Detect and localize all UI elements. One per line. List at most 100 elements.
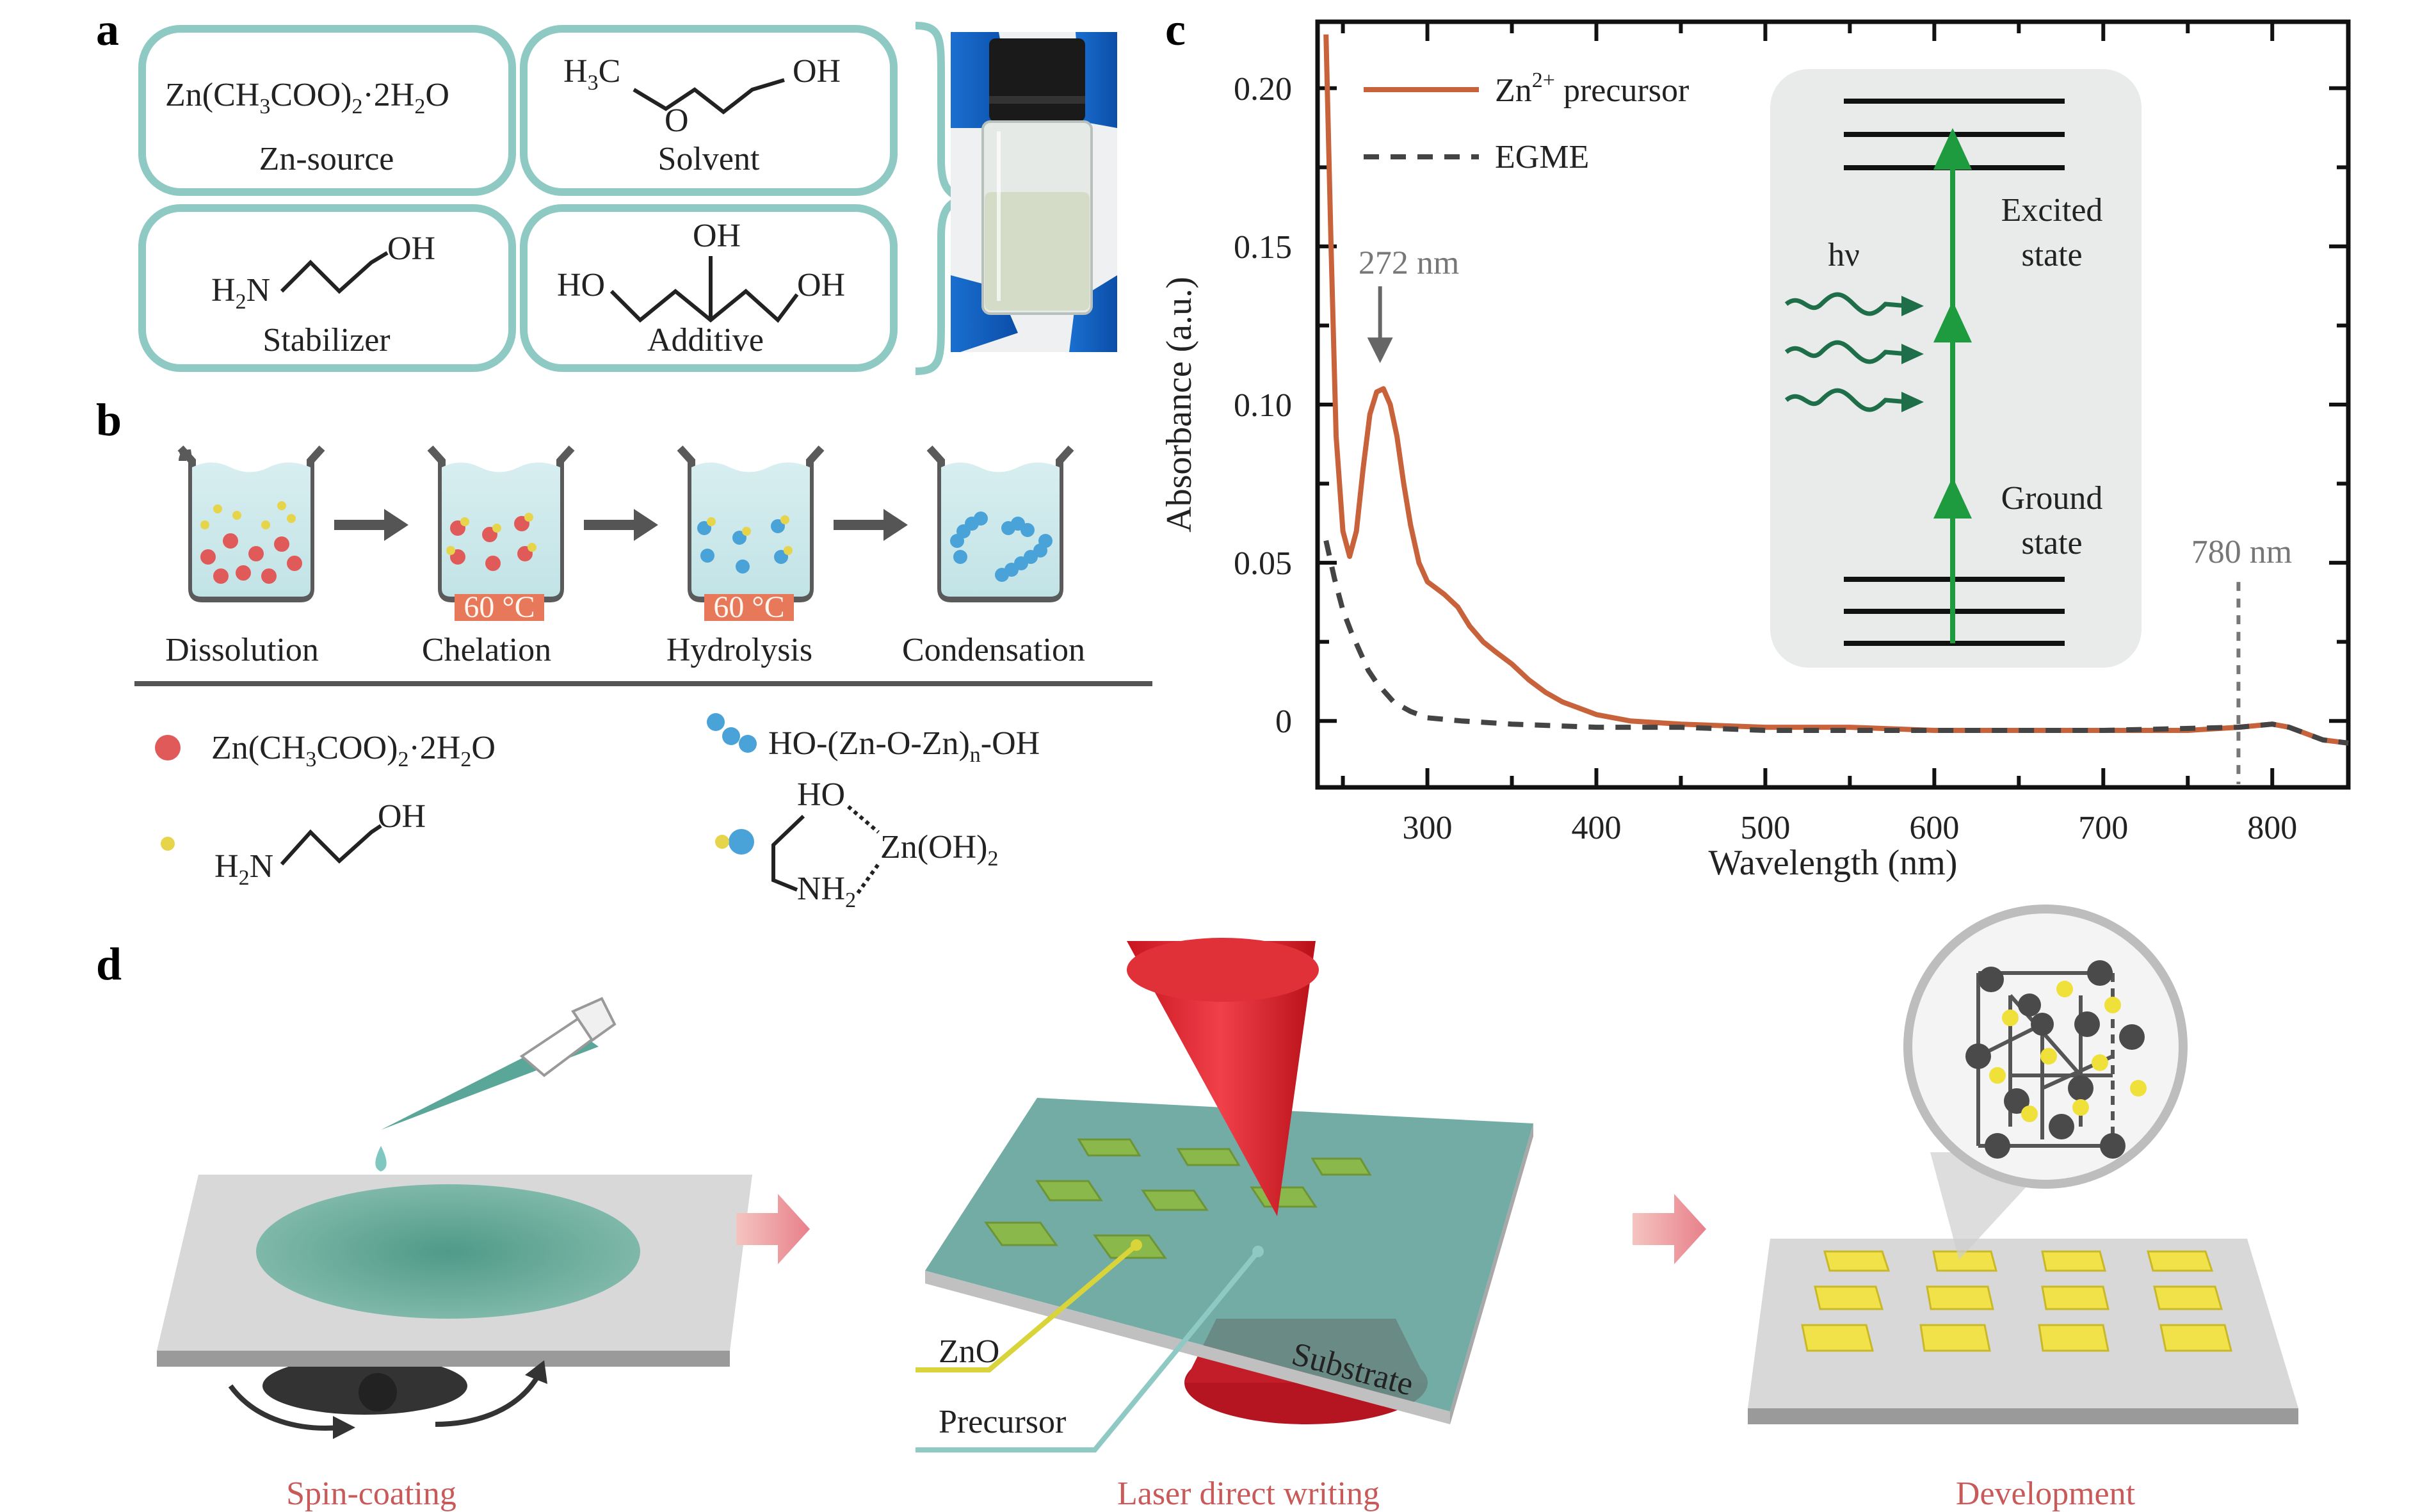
x-tick-label: 300 — [1403, 810, 1453, 846]
solvent-label: Solvent — [658, 141, 760, 177]
particles-dissolution — [200, 501, 302, 584]
panel-a: Zn(CH3COO)2·2H2O Zn-source H3C O OH Solv… — [138, 22, 1117, 375]
x-tick-label: 800 — [2247, 810, 2297, 846]
y-tick-label: 0.05 — [1234, 545, 1292, 582]
legend-complex-skeleton — [771, 814, 805, 892]
arrowhead-low — [1933, 477, 1972, 519]
legend-mea-h2n: H2N — [214, 848, 273, 890]
step-condensation: Condensation — [902, 632, 1085, 668]
heater-hydrolysis-label: 60 °C — [713, 590, 784, 624]
step-hydrolysis: Hydrolysis — [666, 632, 812, 668]
y-tick-label: 0.20 — [1234, 71, 1292, 108]
y-tick-label: 0.10 — [1234, 387, 1292, 424]
heater-chelation-label: 60 °C — [464, 590, 535, 624]
energy-level-inset: hν Excited state Ground state — [1770, 69, 2142, 668]
legend-complex-nh: NH2 — [797, 871, 856, 912]
legend-mea-dot — [161, 837, 175, 851]
stabilizer-label: Stabilizer — [262, 322, 390, 358]
additive-label: Additive — [647, 322, 764, 358]
particles-chelation — [446, 513, 536, 571]
precursor-pointer — [916, 1250, 1261, 1452]
laser-substrate-top — [925, 1098, 1533, 1411]
dev-substrate-top — [1748, 1239, 2298, 1408]
legend-mea-skeleton — [280, 824, 382, 866]
droplet — [375, 1146, 387, 1171]
rotation-arrow-left — [228, 1384, 340, 1431]
y-tick-label: 0.15 — [1234, 229, 1292, 266]
panel-b: 60 °C 60 °C Dissolution Chelation Hydrol… — [134, 445, 1152, 912]
arrowhead-mid — [1933, 301, 1972, 342]
legend-precursor-text: Zn2+ precursor — [1495, 68, 1689, 109]
legend-zn-text: Zn(CH3COO)2·2H2O — [211, 730, 496, 771]
zn-source-box — [138, 25, 516, 196]
panel-label-d: d — [96, 938, 122, 990]
panel-label-b: b — [96, 394, 122, 446]
arrowhead-top — [1933, 128, 1972, 170]
process-arrows — [334, 509, 908, 541]
laser-cone — [1127, 941, 1316, 1216]
development-illustration — [1748, 905, 2298, 1424]
legend-complex-zn: Zn(OH)2 — [880, 829, 999, 871]
caption-laser-writing: Laser direct writing — [1117, 1476, 1380, 1512]
panel-d: ZnO Precursor Substrate — [157, 905, 2298, 1512]
panel-label-c: c — [1165, 4, 1186, 55]
legend-chain-text: HO-(Zn-O-Zn)n-OH — [768, 725, 1040, 767]
dev-zno-pads — [1801, 1250, 2232, 1352]
stabilizer-oh: OH — [387, 230, 435, 267]
dev-substrate-side — [1748, 1408, 2298, 1424]
legend-mea-oh: OH — [378, 798, 426, 835]
step-chelation: Chelation — [422, 632, 551, 668]
additive-oh-right: OH — [797, 267, 845, 303]
x-tick-label: 600 — [1909, 810, 1959, 846]
stabilizer-box — [138, 204, 516, 372]
laser-substrate-side — [925, 1271, 1450, 1424]
beaker-dissolution — [177, 445, 325, 602]
solvent-skeleton — [633, 78, 785, 115]
x-axis-label: Wavelength (nm) — [1709, 843, 1958, 883]
laser-writing-illustration: ZnO Precursor Substrate — [916, 938, 1533, 1452]
beaker-chelation — [427, 445, 575, 602]
legend-complex-bond-bottom — [856, 863, 880, 894]
solvent-oh: OH — [793, 53, 841, 90]
ground-label-2: state — [2021, 525, 2082, 561]
precursor-label: Precursor — [939, 1404, 1066, 1440]
particles-hydrolysis — [697, 515, 793, 574]
legend-egme-text: EGME — [1495, 139, 1589, 175]
o-atoms — [1989, 981, 2147, 1122]
photon-label: hν — [1828, 237, 1860, 273]
zn-atoms — [1965, 960, 2145, 1159]
heater-hydrolysis — [704, 594, 794, 621]
step-dissolution: Dissolution — [165, 632, 319, 668]
ground-label-1: Ground — [2001, 480, 2103, 517]
process-arrow-2 — [1633, 1194, 1706, 1264]
legend-zn-dot — [155, 735, 181, 760]
annotation-780nm: 780 nm — [2191, 534, 2292, 570]
laser-cone-top — [1127, 938, 1319, 1002]
annotation-272nm: 272 nm — [1359, 245, 1459, 281]
x-tick-label: 400 — [1571, 810, 1621, 846]
zn-source-formula: Zn(CH3COO)2·2H2O — [165, 77, 449, 118]
legend-complex-bond-top — [847, 805, 880, 834]
photon-waves — [1784, 292, 1924, 412]
additive-oh-top: OH — [693, 218, 741, 254]
particles-condensation — [950, 511, 1053, 582]
solvent-box — [520, 25, 898, 196]
heater-chelation — [455, 594, 544, 621]
rotation-arrow-right — [435, 1374, 540, 1427]
crystal-zoom-circle — [1903, 905, 2188, 1189]
zno-pointer — [916, 1243, 1138, 1372]
x-tick-label: 500 — [1740, 810, 1790, 846]
spin-coating-illustration — [157, 997, 752, 1439]
series-line-egme — [1323, 540, 2349, 746]
additive-skeleton — [609, 289, 799, 323]
caption-development: Development — [1956, 1476, 2136, 1512]
legend-complex-icon — [715, 829, 754, 855]
inset-background — [1770, 69, 2142, 668]
zno-label: ZnO — [939, 1333, 999, 1370]
additive-box — [520, 204, 898, 372]
x-tick-label: 700 — [2078, 810, 2128, 846]
